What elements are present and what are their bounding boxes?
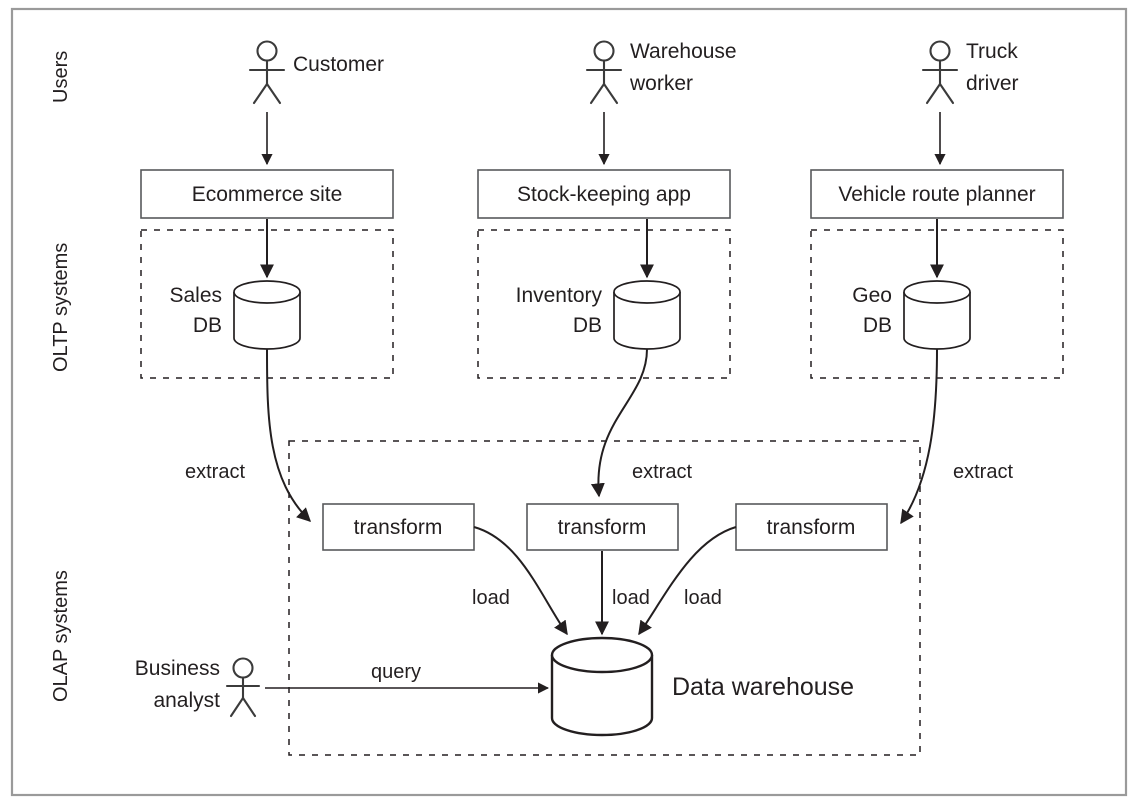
actor-leg-left-icon (589, 82, 606, 105)
db-sales-label-line2: DB (193, 314, 222, 337)
edge-label-load-2: load (612, 587, 650, 609)
db-geo[interactable] (903, 280, 971, 350)
db-sales[interactable] (233, 280, 301, 350)
node-transform-3[interactable] (735, 503, 888, 551)
actor-leg-right-icon (241, 696, 257, 718)
actor-business-analyst-label-line1: Business (135, 657, 220, 680)
db-geo-label-line1: Geo (852, 284, 892, 307)
actor-customer-label: Customer (293, 53, 384, 76)
lane-label-olap: OLAP systems (50, 570, 72, 702)
flow-extract-inventory-to-transform2 (590, 348, 648, 498)
node-transform-2[interactable] (526, 503, 679, 551)
actor-leg-left-icon (229, 696, 245, 718)
node-transform-2-label: transform (558, 516, 647, 539)
actor-leg-right-icon (265, 82, 282, 105)
db-inventory-label-line1: Inventory (516, 284, 603, 307)
edge-label-load-1: load (472, 587, 510, 609)
node-transform-1-label: transform (354, 516, 443, 539)
actor-leg-right-icon (602, 82, 619, 105)
lane-label-oltp: OLTP systems (50, 243, 72, 372)
actor-leg-left-icon (252, 82, 269, 105)
node-ecommerce-site[interactable] (140, 169, 394, 219)
node-transform-3-label: transform (767, 516, 856, 539)
actor-warehouse-worker: Warehouse worker (585, 40, 737, 105)
oltp-group-stock-keeping (477, 229, 731, 379)
flow-load-transform1-to-warehouse (473, 526, 568, 636)
actor-leg-right-icon (938, 82, 955, 105)
edge-label-extract-1: extract (185, 461, 245, 483)
node-vehicle-route-planner-label: Vehicle route planner (838, 183, 1035, 206)
flow-load-transform3-to-warehouse (638, 526, 737, 636)
actor-truck-driver-label-line2: driver (966, 72, 1019, 95)
node-transform-1[interactable] (322, 503, 475, 551)
olap-group-boundary (288, 440, 921, 756)
edge-label-load-3: load (684, 587, 722, 609)
db-data-warehouse[interactable] (550, 636, 654, 737)
lane-label-users: Users (50, 51, 72, 103)
node-ecommerce-site-label: Ecommerce site (192, 183, 343, 206)
node-vehicle-route-planner[interactable] (810, 169, 1064, 219)
edge-label-extract-3: extract (953, 461, 1013, 483)
edge-label-extract-2: extract (632, 461, 692, 483)
db-inventory-label-line2: DB (573, 314, 602, 337)
db-geo-label-line2: DB (863, 314, 892, 337)
db-sales-label-line1: Sales (169, 284, 222, 307)
actor-business-analyst: Business analyst (135, 657, 261, 718)
actor-truck-driver-label-line1: Truck (966, 40, 1018, 63)
flow-extract-geo-to-transform3 (900, 348, 938, 525)
flow-extract-sales-to-transform1 (266, 348, 312, 522)
edge-label-query: query (371, 661, 421, 683)
actor-warehouse-worker-label-line2: worker (629, 72, 693, 95)
actor-warehouse-worker-label-line1: Warehouse (630, 40, 737, 63)
actor-business-analyst-label-line2: analyst (153, 689, 220, 712)
actor-truck-driver: Truck driver (921, 40, 1019, 105)
actor-leg-left-icon (925, 82, 942, 105)
db-inventory[interactable] (613, 280, 681, 350)
db-data-warehouse-label: Data warehouse (672, 673, 854, 701)
actor-customer: Customer (248, 40, 384, 105)
node-stock-keeping-app[interactable] (477, 169, 731, 219)
node-stock-keeping-app-label: Stock-keeping app (517, 183, 691, 206)
